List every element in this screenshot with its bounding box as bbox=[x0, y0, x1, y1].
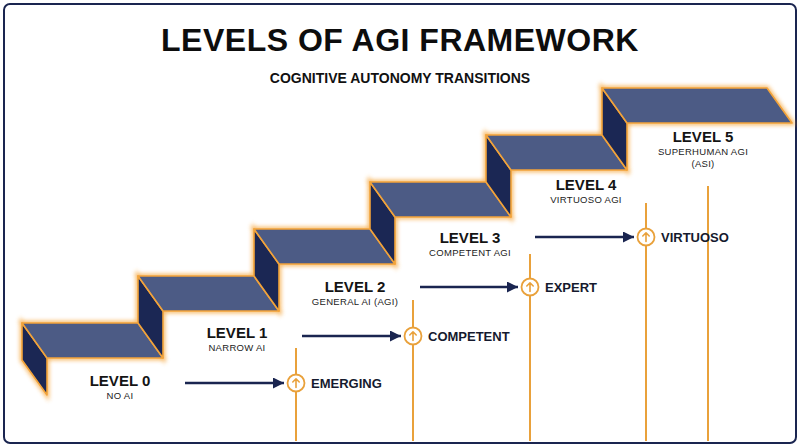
marker-circle bbox=[520, 277, 540, 297]
level-marker: EMERGING bbox=[286, 373, 382, 393]
transition-arrow bbox=[302, 335, 401, 338]
level-marker: VIRTUOSO bbox=[636, 227, 729, 247]
level-label: LEVEL 1NARROW AI bbox=[172, 324, 302, 354]
level-name: GENERAL AI (AGI) bbox=[290, 296, 420, 308]
level-name: NO AI bbox=[55, 390, 185, 402]
level-number: LEVEL 0 bbox=[55, 372, 185, 390]
marker-label: EXPERT bbox=[545, 280, 597, 295]
subtitle: COGNITIVE AUTONOMY TRANSITIONS bbox=[0, 70, 800, 86]
level-number: LEVEL 1 bbox=[172, 324, 302, 342]
steps bbox=[22, 88, 792, 395]
level-name: SUPERHUMAN AGI (ASI) bbox=[653, 146, 753, 170]
level-name: VIRTUOSO AGI bbox=[521, 194, 651, 206]
transition-arrow bbox=[420, 286, 518, 289]
level-name: NARROW AI bbox=[172, 342, 302, 354]
marker-label: COMPETENT bbox=[428, 329, 510, 344]
transition-arrow bbox=[535, 236, 634, 239]
diagram-title: LEVELS OF AGI FRAMEWORK bbox=[0, 22, 800, 59]
marker-circle bbox=[636, 227, 656, 247]
level-marker: EXPERT bbox=[520, 277, 597, 297]
marker-circle bbox=[286, 373, 306, 393]
transition-arrow bbox=[185, 382, 284, 385]
level-marker: COMPETENT bbox=[403, 326, 510, 346]
marker-lines bbox=[296, 186, 708, 441]
level-label: LEVEL 4VIRTUOSO AGI bbox=[521, 176, 651, 206]
marker-label: VIRTUOSO bbox=[661, 230, 729, 245]
level-name: COMPETENT AGI bbox=[405, 247, 535, 259]
level-number: LEVEL 3 bbox=[405, 229, 535, 247]
level-label: LEVEL 0NO AI bbox=[55, 372, 185, 402]
level-number: LEVEL 2 bbox=[290, 278, 420, 296]
level-number: LEVEL 5 bbox=[653, 128, 753, 146]
step-glow bbox=[22, 88, 792, 395]
marker-label: EMERGING bbox=[311, 376, 382, 391]
level-label: LEVEL 3COMPETENT AGI bbox=[405, 229, 535, 259]
marker-circle bbox=[403, 326, 423, 346]
frame-border bbox=[4, 4, 796, 443]
level-number: LEVEL 4 bbox=[521, 176, 651, 194]
level-label: LEVEL 2GENERAL AI (AGI) bbox=[290, 278, 420, 308]
level-label: LEVEL 5SUPERHUMAN AGI (ASI) bbox=[653, 128, 753, 170]
